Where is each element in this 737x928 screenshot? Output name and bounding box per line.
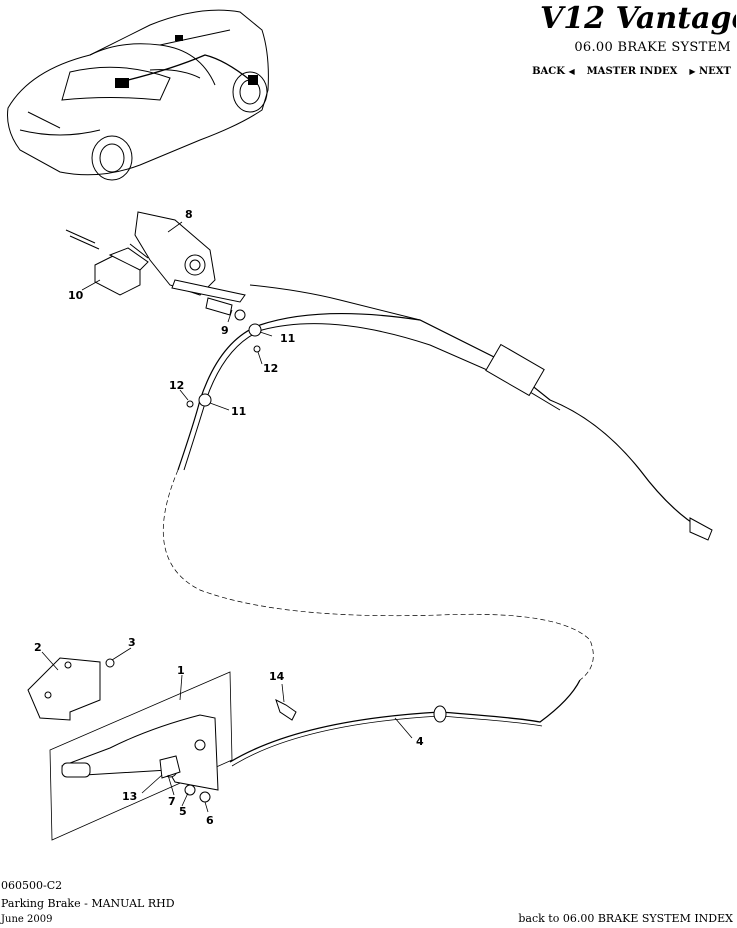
- next-label: NEXT: [699, 66, 731, 77]
- caliper-8: [134, 211, 246, 303]
- section-title: 06.00 BRAKE SYSTEM: [574, 40, 731, 55]
- bracket-13: [159, 755, 181, 779]
- part-code: 060500-C2: [1, 879, 63, 892]
- logo-text: V12 Vantage: [540, 1, 736, 36]
- callout-12a: 12: [169, 379, 184, 392]
- callout-2: 2: [34, 641, 42, 654]
- pins: [65, 229, 149, 259]
- bracket-2: [27, 657, 101, 721]
- back-to-index-link[interactable]: back to 06.00 BRAKE SYSTEM INDEX: [518, 912, 733, 925]
- nut-12b: [186, 400, 194, 408]
- callout-1: 1: [177, 664, 185, 677]
- callout-9: 9: [221, 324, 229, 337]
- callout-4: 4: [416, 735, 424, 748]
- callout-6: 6: [206, 814, 214, 827]
- handbrake-lever: [61, 714, 219, 791]
- cable-route-dashed: [162, 469, 594, 681]
- issue-date: June 2009: [1, 914, 53, 925]
- car-illustration: [7, 9, 269, 181]
- nut-12a: [253, 345, 261, 353]
- master-index-link[interactable]: MASTER INDEX: [586, 66, 678, 77]
- diagram-title: Parking Brake - MANUAL RHD: [1, 897, 175, 910]
- back-link[interactable]: BACK ◀: [532, 66, 575, 77]
- callout-12b: 12: [263, 362, 278, 375]
- callout-10: 10: [68, 289, 84, 302]
- nut-6: [199, 791, 211, 803]
- washer-5: [184, 784, 196, 796]
- callout-labels: 1 2 3 4 5 6 7 8 9 10 11 11 12 12 13 14: [34, 208, 424, 827]
- callout-7: 7: [168, 795, 176, 808]
- rear-cable-2: [183, 323, 561, 471]
- callout-14: 14: [269, 670, 285, 683]
- cable-4: [229, 679, 581, 763]
- navigation-bar: BACK ◀ MASTER INDEX ▶ NEXT: [532, 66, 731, 77]
- triangle-right-icon: ▶: [689, 66, 696, 76]
- clip-11b: [198, 393, 212, 407]
- cable-equalizer: [485, 343, 545, 397]
- callout-11b: 11: [231, 405, 246, 418]
- next-link[interactable]: ▶ NEXT: [689, 66, 731, 77]
- triangle-left-icon: ◀: [568, 66, 575, 76]
- parking-brake-diagram: 1 2 3 4 5 6 7 8 9 10 11 11 12 12 13 14: [27, 208, 713, 841]
- callout-8: 8: [185, 208, 193, 221]
- clip-11a: [248, 323, 262, 337]
- lever-assembly-outline: [49, 671, 233, 841]
- callout-3: 3: [128, 636, 136, 649]
- back-label: BACK: [532, 66, 565, 77]
- clip-14: [275, 699, 297, 721]
- callout-5: 5: [179, 805, 187, 818]
- callout-13: 13: [122, 790, 137, 803]
- bolt-9: [205, 297, 233, 316]
- v12-vantage-logo: V12 Vantage: [540, 1, 736, 36]
- bolt-3: [105, 658, 115, 668]
- pads-10: [94, 247, 149, 296]
- callout-11a: 11: [280, 332, 295, 345]
